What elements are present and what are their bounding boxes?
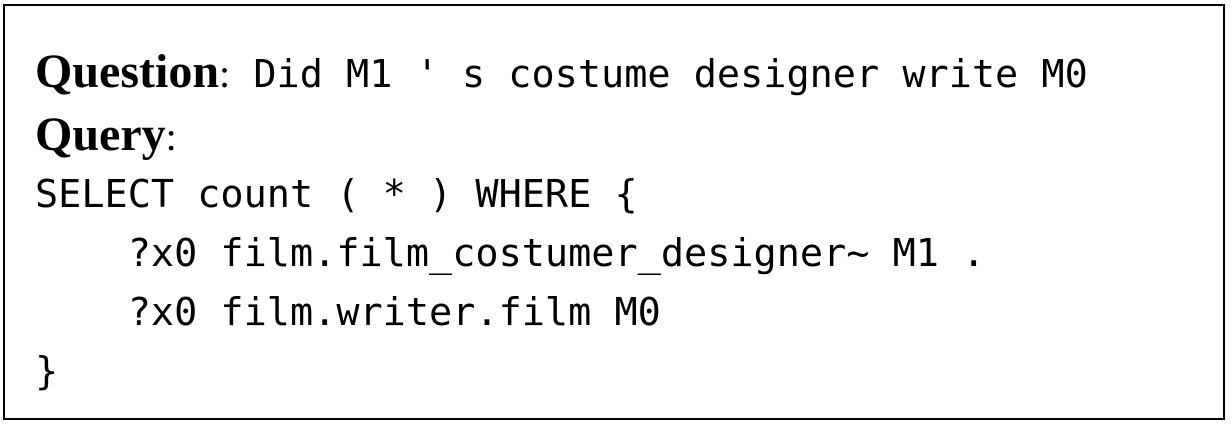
query-line: SELECT count ( * ) WHERE {: [35, 172, 638, 217]
query-line: ?x0 film.film_costumer_designer~ M1 .: [35, 231, 986, 276]
question-label: Question: [35, 45, 220, 98]
query-line: ?x0 film.writer.film M0: [35, 290, 661, 335]
query-heading: Query:: [35, 107, 177, 162]
question-line: Question: Did M1 ' s costume designer wr…: [35, 44, 1088, 99]
example-box: Question: Did M1 ' s costume designer wr…: [3, 4, 1225, 420]
question-text: Did M1 ' s costume designer write M0: [230, 52, 1088, 97]
query-colon: :: [165, 114, 177, 159]
query-line: }: [35, 349, 59, 394]
query-label: Query: [35, 108, 166, 161]
question-colon: :: [219, 51, 231, 96]
